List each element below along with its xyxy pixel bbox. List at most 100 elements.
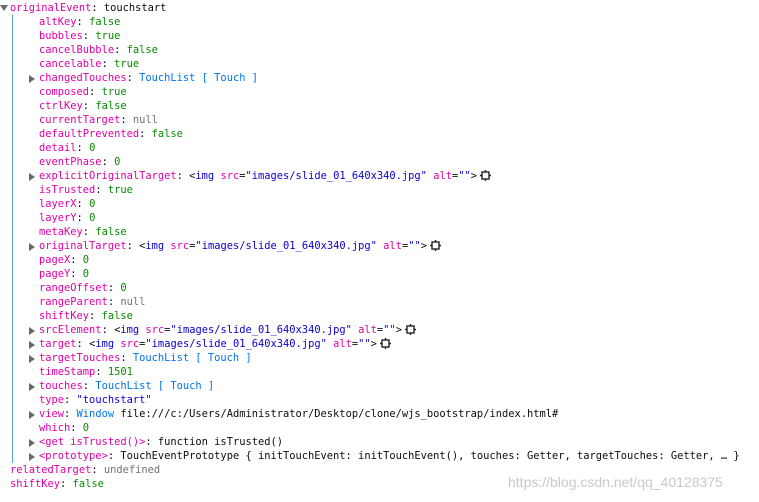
property-value: function isTrusted()	[157, 436, 283, 448]
property-value: 0	[89, 142, 96, 154]
element-tag: img	[195, 170, 215, 182]
property-key: pageX	[39, 254, 71, 266]
separator: :	[101, 324, 115, 336]
row-content: defaultPrevented: false	[39, 127, 183, 141]
separator: :	[120, 352, 133, 364]
property-value: "touchstart"	[76, 394, 152, 406]
caret-right-icon[interactable]	[28, 379, 37, 393]
indent-guide	[12, 197, 13, 211]
separator: :	[126, 240, 140, 252]
property-value: 0	[89, 212, 96, 224]
row-content: view: Window file:///c:/Users/Administra…	[39, 407, 558, 421]
tree-row[interactable]: touches: TouchList [ Touch ]	[0, 379, 759, 393]
property-value: TouchList [ Touch ]	[139, 72, 258, 84]
caret-right-icon[interactable]	[28, 449, 37, 463]
tree-row: layerX: 0	[0, 197, 759, 211]
indent-guide	[12, 309, 13, 323]
element-tag: img	[120, 324, 140, 336]
tree-row[interactable]: srcElement: <img src="images/slide_01_64…	[0, 323, 759, 337]
property-value: undefined	[103, 464, 161, 476]
caret-right-icon[interactable]	[28, 71, 37, 85]
property-value: true	[114, 58, 140, 70]
tree-row[interactable]: view: Window file:///c:/Users/Administra…	[0, 407, 759, 421]
caret-right-icon[interactable]	[28, 337, 37, 351]
caret-right-icon[interactable]	[28, 239, 37, 253]
row-content: srcElement: <img src="images/slide_01_64…	[39, 323, 416, 339]
indent-guide	[12, 407, 13, 421]
row-content: isTrusted: true	[39, 183, 133, 197]
property-key: metaKey	[39, 226, 83, 238]
indent-guide	[12, 43, 13, 57]
tree-row[interactable]: <prototype>: TouchEventPrototype { initT…	[0, 449, 759, 463]
property-value: true	[101, 86, 127, 98]
attr-value: ""	[383, 324, 396, 336]
property-key: which	[39, 422, 71, 434]
attr-value: "images/slide_01_640x340.jpg"	[245, 170, 427, 182]
open-inspector-icon[interactable]	[480, 170, 492, 185]
open-inspector-icon[interactable]	[379, 338, 391, 353]
property-key: touches	[39, 380, 83, 392]
tree-row[interactable]: originalEvent: touchstart	[0, 1, 759, 15]
tree-row[interactable]: explicitOriginalTarget: <img src="images…	[0, 169, 759, 183]
tree-row: defaultPrevented: false	[0, 127, 759, 141]
separator: :	[76, 16, 90, 28]
separator: :	[101, 156, 115, 168]
property-key: ctrlKey	[39, 100, 83, 112]
tree-row: layerY: 0	[0, 211, 759, 225]
property-key: isTrusted	[39, 184, 96, 196]
indent-guide	[12, 99, 13, 113]
separator: :	[120, 114, 133, 126]
indent-guide	[12, 239, 13, 253]
property-value: 0	[120, 282, 127, 294]
property-value: touchstart	[103, 2, 167, 14]
tree-row[interactable]: changedTouches: TouchList [ Touch ]	[0, 71, 759, 85]
caret-right-icon[interactable]	[28, 407, 37, 421]
separator: :	[70, 422, 83, 434]
property-value: false	[95, 100, 127, 112]
attr-value: "images/slide_01_640x340.jpg"	[195, 240, 377, 252]
tree-row: pageX: 0	[0, 253, 759, 267]
property-value: false	[72, 478, 104, 490]
indent-guide	[12, 29, 13, 43]
separator: :	[82, 226, 96, 238]
caret-right-icon[interactable]	[28, 169, 37, 183]
tree-row[interactable]: originalTarget: <img src="images/slide_0…	[0, 239, 759, 253]
attr-name: src	[145, 324, 165, 336]
tree-row[interactable]: target: <img src="images/slide_01_640x34…	[0, 337, 759, 351]
separator: :	[64, 394, 77, 406]
indent-guide	[12, 379, 13, 393]
caret-right-icon[interactable]	[28, 435, 37, 449]
element-tag: img	[145, 240, 165, 252]
row-content: timeStamp: 1501	[39, 365, 133, 379]
indent-guide	[12, 57, 13, 71]
indent-guide	[12, 435, 13, 449]
indent-guide	[12, 365, 13, 379]
row-content: composed: true	[39, 85, 127, 99]
indent-guide	[12, 351, 13, 365]
indent-guide	[12, 421, 13, 435]
caret-down-icon[interactable]	[0, 1, 8, 15]
property-value: 0	[82, 268, 90, 280]
separator: :	[82, 30, 96, 42]
indent-guide	[12, 169, 13, 183]
open-inspector-icon[interactable]	[429, 240, 441, 255]
open-inspector-icon[interactable]	[404, 324, 416, 339]
caret-right-icon[interactable]	[28, 351, 37, 365]
tree-row[interactable]: targetTouches: TouchList [ Touch ]	[0, 351, 759, 365]
indent-guide	[12, 127, 13, 141]
caret-right-icon[interactable]	[28, 323, 37, 337]
tree-row: pageY: 0	[0, 267, 759, 281]
tree-row: bubbles: true	[0, 29, 759, 43]
property-key: timeStamp	[39, 366, 96, 378]
row-content: relatedTarget: undefined	[10, 463, 160, 477]
tree-row[interactable]: <get isTrusted()>: function isTrusted()	[0, 435, 759, 449]
tree-row: detail: 0	[0, 141, 759, 155]
row-content: pageX: 0	[39, 253, 89, 267]
row-content: bubbles: true	[39, 29, 120, 43]
indent-guide	[12, 323, 13, 337]
property-value: TouchList [ Touch ]	[132, 352, 252, 364]
tree-row: type: "touchstart"	[0, 393, 759, 407]
tree-row: ctrlKey: false	[0, 99, 759, 113]
tree-row: shiftKey: false	[0, 309, 759, 323]
row-content: cancelBubble: false	[39, 43, 158, 57]
